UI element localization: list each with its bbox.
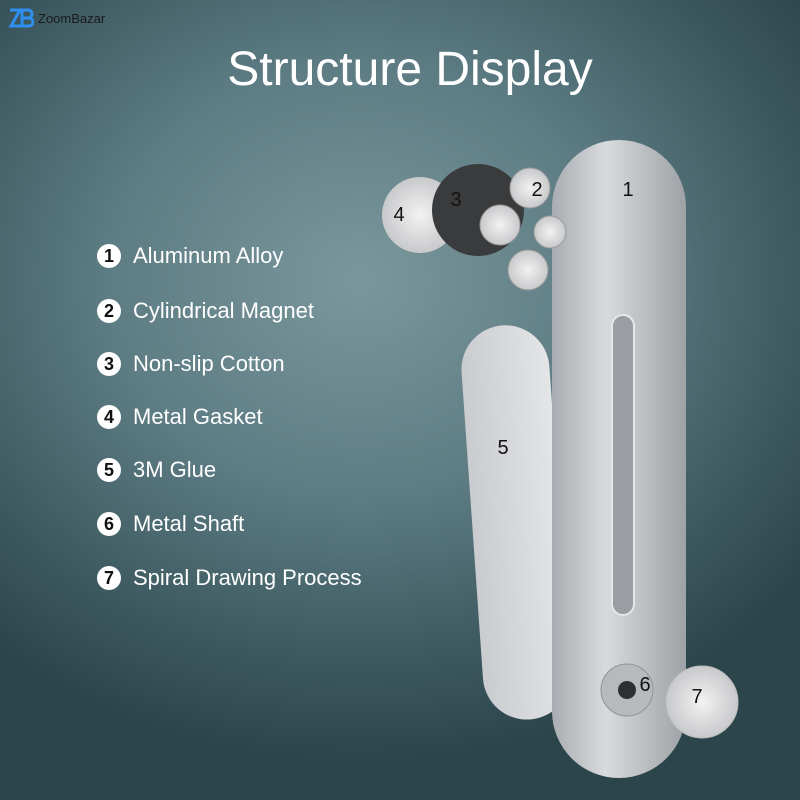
- list-item: 4 Metal Gasket: [97, 404, 263, 430]
- callout-5: 5: [497, 437, 509, 459]
- zoombazar-logo-icon: [8, 8, 34, 28]
- spiral-disk: [665, 665, 739, 739]
- part-label: Cylindrical Magnet: [133, 298, 314, 323]
- number-badge: 2: [97, 299, 121, 323]
- number-badge: 1: [97, 244, 121, 268]
- callout-6: 6: [639, 674, 651, 696]
- part-label: Metal Shaft: [133, 511, 245, 536]
- part-label: Aluminum Alloy: [133, 243, 284, 268]
- page-title: Structure Display: [227, 43, 593, 96]
- part-label: Metal Gasket: [133, 404, 263, 429]
- callout-2: 2: [531, 179, 543, 201]
- list-item: 1 Aluminum Alloy: [97, 243, 283, 269]
- part-label: Spiral Drawing Process: [133, 565, 362, 590]
- part-label: 3M Glue: [133, 457, 217, 482]
- list-item: 3 Non-slip Cotton: [97, 351, 285, 377]
- plate-slot: [611, 314, 635, 616]
- brand-logo: ZoomBazar: [8, 7, 105, 29]
- list-item: 5 3M Glue: [97, 457, 216, 483]
- number-badge: 5: [97, 458, 121, 482]
- part-label: Non-slip Cotton: [133, 351, 285, 376]
- callout-7: 7: [691, 686, 703, 708]
- callout-1: 1: [622, 179, 634, 201]
- list-item: 7 Spiral Drawing Process: [97, 565, 362, 591]
- number-badge: 4: [97, 405, 121, 429]
- callout-4: 4: [393, 204, 405, 226]
- list-item: 6 Metal Shaft: [97, 511, 244, 537]
- brand-name: ZoomBazar: [38, 10, 106, 26]
- number-badge: 7: [97, 566, 121, 590]
- glue-plate: [461, 325, 571, 720]
- number-badge: 6: [97, 512, 121, 536]
- number-badge: 3: [97, 352, 121, 376]
- callout-3: 3: [450, 189, 462, 211]
- magnets: [479, 167, 567, 291]
- list-item: 2 Cylindrical Magnet: [97, 298, 314, 324]
